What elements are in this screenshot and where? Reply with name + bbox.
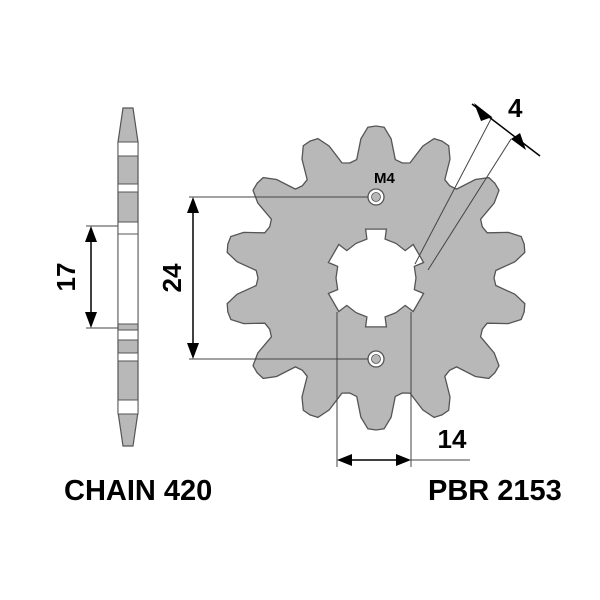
tooth-width-label: 4 [508,93,523,123]
part-number-label: PBR 2153 [428,475,562,507]
pitch-dimension-label: 24 [157,263,187,292]
chain-label: CHAIN 420 [64,475,212,507]
side-dimension [85,225,118,329]
side-dimension-label: 17 [51,263,81,292]
bolt-hole-bottom [367,350,385,368]
tooth-width-dimension [414,103,541,271]
hub-dimension-label: 14 [438,424,467,454]
sprocket-body [226,125,526,431]
pitch-dimension [187,196,368,360]
side-profile [117,107,139,447]
bolt-hole-top [367,188,385,206]
thread-label: M4 [374,170,395,187]
hub-dimension [336,312,470,467]
